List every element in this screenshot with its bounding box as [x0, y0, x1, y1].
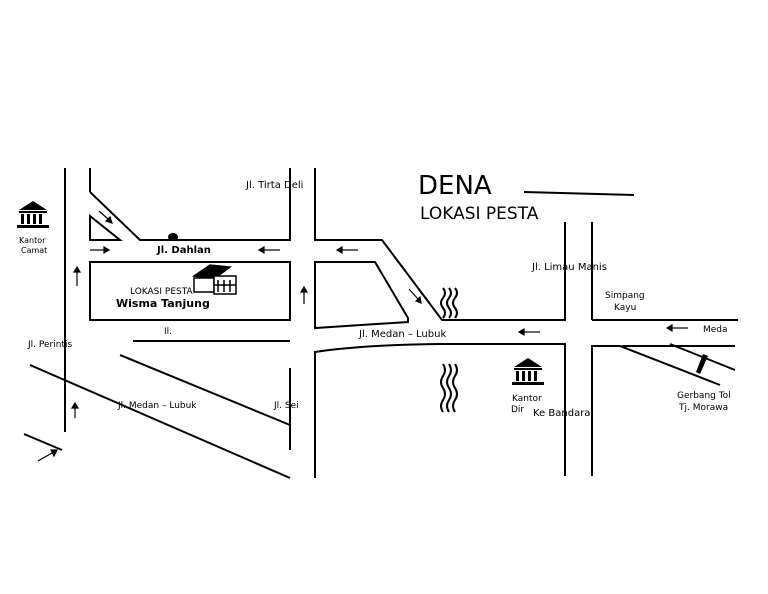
label-meda: Meda: [703, 325, 728, 335]
traffic-island-triangle: [89, 213, 123, 241]
road-bandara-east: [591, 345, 721, 476]
house-icon: [192, 264, 237, 295]
map-pin-icon: [168, 233, 178, 241]
government-building-icon: [512, 358, 544, 385]
block-lokasi-pesta: [89, 261, 291, 321]
block-trapezoid: [314, 261, 409, 330]
road-diagonal-2: [29, 364, 291, 479]
road-diagonal-1: [119, 354, 291, 426]
page-title: DENA: [418, 171, 492, 201]
label-jl-il: Il.: [164, 327, 172, 337]
river-icon: [440, 287, 458, 413]
direction-arrow-icon: [37, 210, 688, 462]
label-jl-perintis: Jl. Perintis: [27, 340, 72, 350]
label-simpang: Simpang: [605, 291, 645, 301]
label-gerbang-tol: Gerbang Tol: [677, 391, 731, 401]
road-north-east: [314, 168, 566, 321]
label-kantor-dir-1: Kantor: [512, 394, 542, 404]
label-jl-limau-manis: Jl. Limau Manis: [531, 262, 607, 273]
label-kayu: Kayu: [614, 303, 636, 313]
road-medan-lubuk-south: [314, 343, 566, 478]
label-jl-tirta-deli: Jl. Tirta Deli: [245, 180, 303, 191]
label-tj-morawa: Tj. Morawa: [678, 403, 728, 413]
page-subtitle: LOKASI PESTA: [420, 204, 539, 224]
road-diagonal-3: [23, 433, 63, 451]
label-jl-dahlan: Jl. Dahlan: [156, 245, 211, 256]
label-kantor-dir-2: Dir: [511, 405, 524, 415]
label-lokasi-pesta: LOKASI PESTA: [130, 287, 194, 297]
label-jl-medan-lubuk-west: Jl. Medan – Lubuk: [117, 401, 197, 411]
label-jl-medan-lubuk: Jl. Medan – Lubuk: [358, 329, 446, 340]
label-kantor-camat-1: Kantor: [19, 236, 46, 245]
toll-gate-icon: [696, 354, 708, 374]
road-dahlan-north: [89, 168, 291, 241]
label-ke-bandara: Ke Bandara: [533, 408, 590, 419]
label-jl-sei: Jl. Sei: [273, 401, 299, 411]
title-underline: [523, 191, 635, 196]
label-wisma-tanjung: Wisma Tanjung: [116, 297, 210, 310]
government-building-icon: [17, 201, 49, 228]
label-kantor-camat-2: Camat: [21, 246, 47, 255]
road-lines: [23, 168, 738, 479]
